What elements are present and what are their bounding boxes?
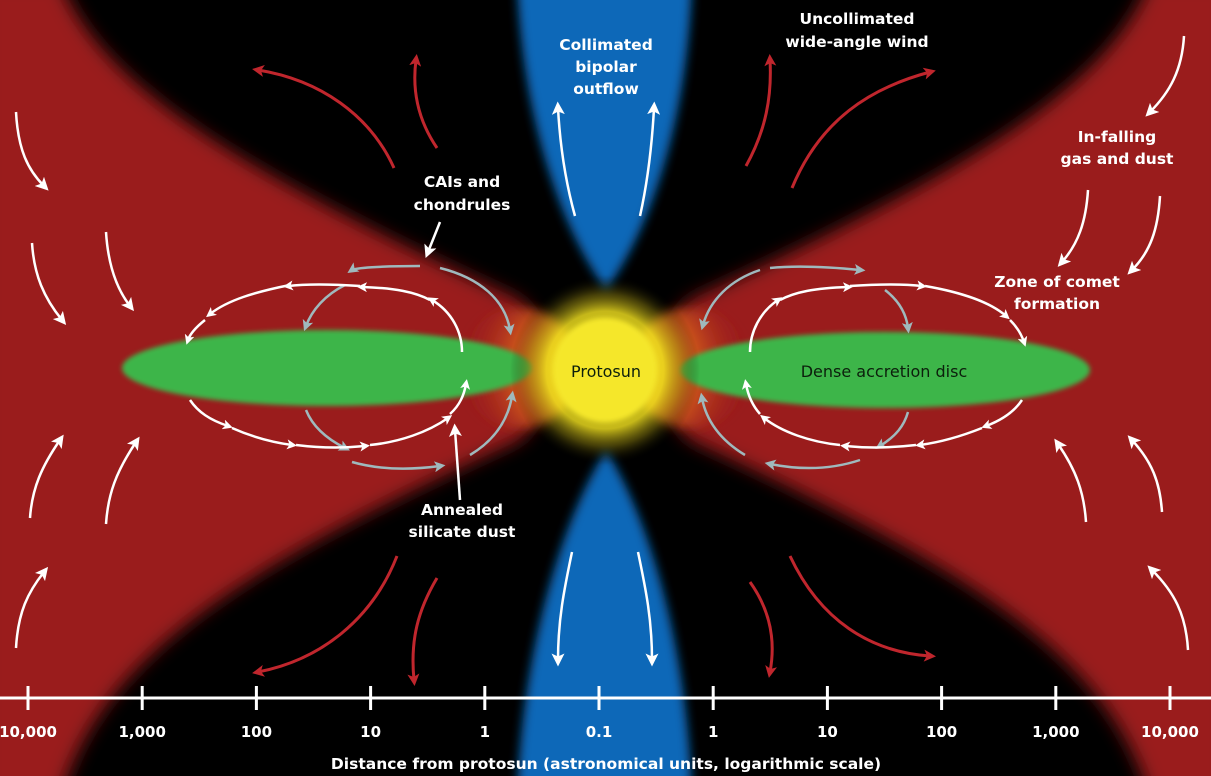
label-line: chondrules [414,196,511,214]
outflow-arrows [551,101,661,667]
label-line: In-falling [1078,128,1157,146]
white-circulation-arrows [184,280,1028,452]
label-line: gas and dust [1061,150,1175,168]
label-line: Collimated [559,36,653,54]
label-line: Uncollimated [799,10,914,28]
axis-tick-label: 10,000 [0,723,57,741]
axis-tick-label: 1,000 [118,723,165,741]
label-line: bipolar [575,58,637,76]
axis-tick-label: 10 [817,723,838,741]
protosun [510,275,700,465]
axis-tick-label: 1 [480,723,490,741]
axis-tick-label: 100 [241,723,272,741]
label-annealed-dust: Annealed silicate dust [409,501,516,541]
label-uncollimated-wind: Uncollimated wide-angle wind [785,10,928,51]
axis-ticks: 10,000 1,000 100 10 1 0.1 1 10 100 1,000 10,000 [0,686,1199,741]
label-line: formation [1014,295,1100,313]
label-line: Zone of comet [994,273,1120,291]
axis-tick-label: 1,000 [1032,723,1079,741]
distance-axis: 10,000 1,000 100 10 1 0.1 1 10 100 1,000 10,000 Di… [0,686,1211,773]
wind-arrows [252,54,936,686]
bipolar-outflow [517,0,692,776]
label-line: outflow [573,80,639,98]
label-line: Annealed [421,501,503,519]
axis-tick-label: 100 [926,723,957,741]
infalling-arrows [14,35,1190,651]
label-line: CAIs and [424,173,500,191]
label-cais-chondrules: CAIs and chondrules [414,173,511,214]
label-pointers [424,221,462,501]
axis-tick-label: 10,000 [1141,723,1199,741]
label-line: wide-angle wind [785,33,928,51]
label-infalling-gas: In-falling gas and dust [1061,128,1175,168]
axis-tick-label: 1 [708,723,718,741]
accretion-disc [122,330,1090,408]
label-protosun: Protosun [571,362,641,381]
label-line: silicate dust [409,523,516,541]
label-accretion-disc: Dense accretion disc [801,362,968,381]
label-comet-zone: Zone of comet formation [994,273,1120,313]
axis-tick-label: 0.1 [586,723,613,741]
axis-tick-label: 10 [360,723,381,741]
label-collimated-outflow: Collimated bipolar outflow [559,36,653,98]
grey-circulation-arrows [302,262,913,473]
axis-title: Distance from protosun (astronomical uni… [331,755,881,773]
